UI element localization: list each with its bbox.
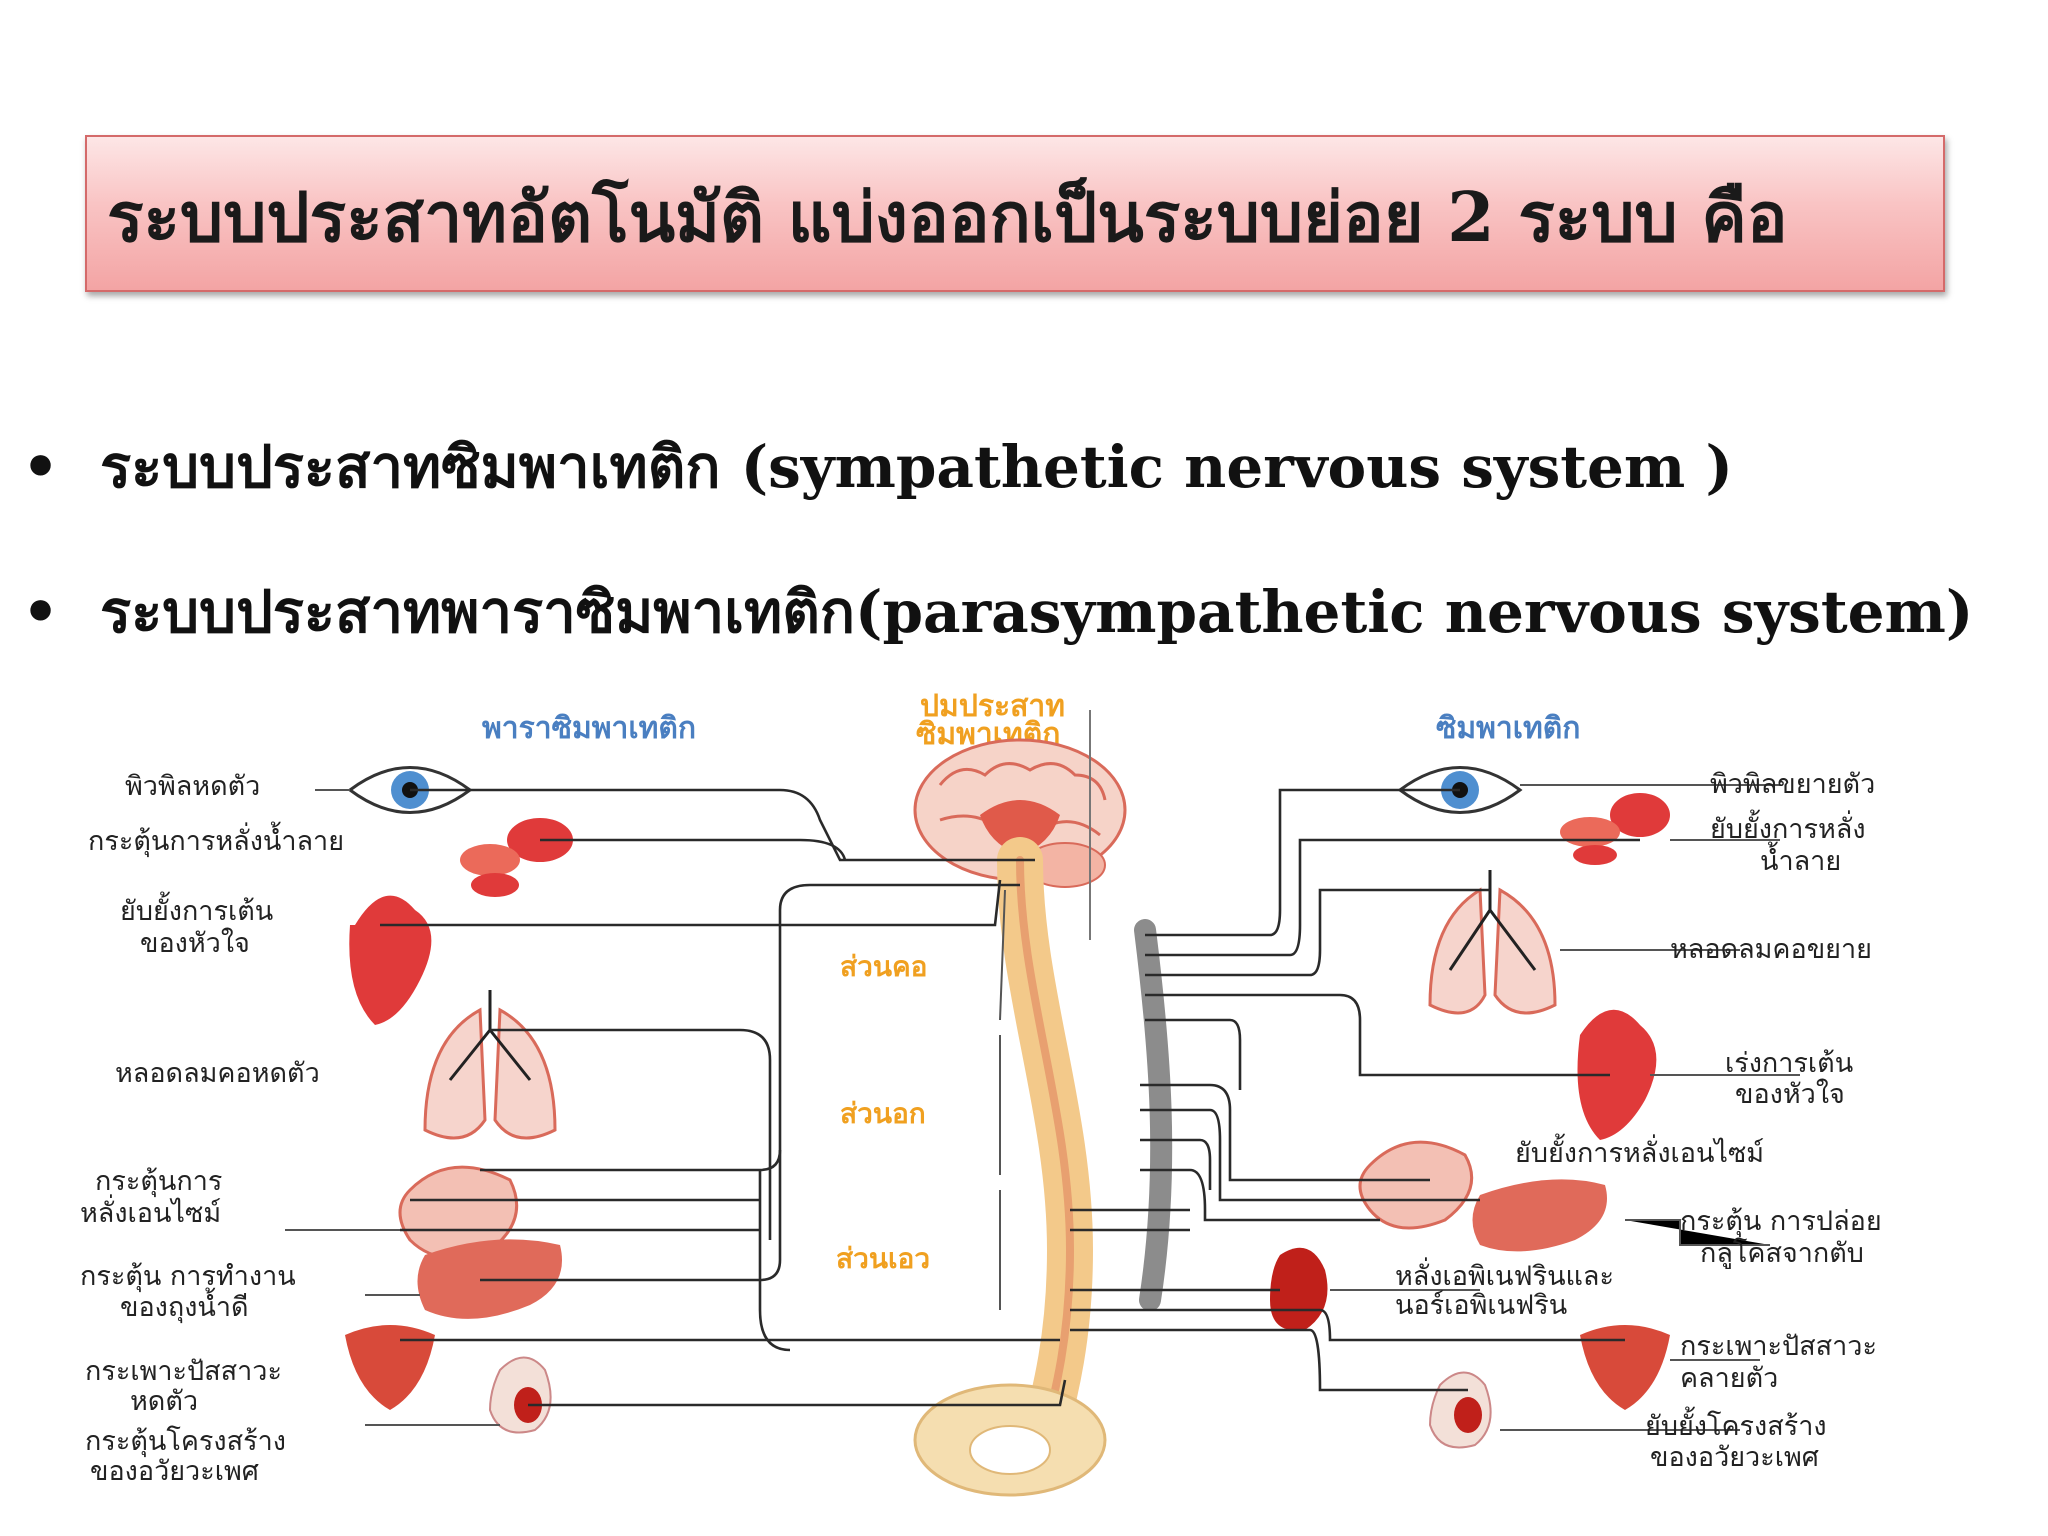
label-genital-stimulate-line2: ของอวัยวะเพศ <box>90 1456 259 1487</box>
label-heart-accelerate-line1: เร่งการเต้น <box>1725 1048 1853 1079</box>
autonomic-nervous-system-diagram: พาราซิมพาเทติก ปมประสาท ซิมพาเทติก ซิมพา… <box>80 690 1882 1497</box>
label-inhibit-saliva-line2: น้ำลาย <box>1760 841 1841 877</box>
sympathetic-nerves <box>1070 788 1640 1392</box>
bullet-icon: • <box>22 578 60 646</box>
label-bladder-contract-line1: กระเพาะปัสสาวะ <box>85 1356 282 1387</box>
header-sympathetic: ซิมพาเทติก <box>1436 711 1580 746</box>
liver-icon <box>1472 1179 1607 1252</box>
label-epinephrine-line1: หลั่งเอพิเนฟรินและ <box>1395 1257 1614 1292</box>
label-glucose-release-line1: กระตุ้น การปล่อย <box>1680 1206 1882 1238</box>
bullet-sympathetic: • ระบบประสาทซิมพาเทติก (sympathetic nervo… <box>22 420 1733 513</box>
segment-lumbar: ส่วนเอว <box>836 1242 930 1275</box>
label-genital-inhibit-line1: ยับยั้งโครงสร้าง <box>1645 1406 1827 1442</box>
genital-icon <box>488 1356 552 1434</box>
header-parasympathetic: พาราซิมพาเทติก <box>482 711 696 746</box>
label-stimulate-enzyme-line2: หลั่งเอนไซม์ <box>80 1194 221 1229</box>
label-epinephrine-line2: นอร์เอพิเนฟริน <box>1395 1289 1567 1321</box>
label-bladder-relax-line2: คลายตัว <box>1680 1363 1778 1394</box>
bullet-parasympathetic: • ระบบประสาทพาราซิมพาเทติก(parasympatheti… <box>22 565 1973 658</box>
label-bronchi-constrict: หลอดลมคอหดตัว <box>115 1058 320 1089</box>
bullet-text: ระบบประสาทพาราซิมพาเทติก(parasympathetic… <box>100 578 1974 646</box>
label-pupil-constrict: พิวพิลหดตัว <box>125 771 260 802</box>
segment-brackets <box>999 889 1006 1310</box>
sympathetic-chain <box>1134 919 1173 1311</box>
heart-icon <box>349 895 432 1025</box>
label-stimulate-saliva: กระตุ้นการหลั่งน้ำลาย <box>88 821 344 858</box>
leader-lines <box>285 784 1800 1431</box>
label-stimulate-enzyme-line1: กระตุ้นการ <box>95 1166 222 1198</box>
label-inhibit-enzyme: ยับยั้งการหลั่งเอนไซม์ <box>1515 1133 1764 1169</box>
spinal-column <box>913 837 1107 1497</box>
bullet-icon: • <box>22 433 60 501</box>
label-inhibit-heart-line2: ของหัวใจ <box>140 927 250 959</box>
label-inhibit-saliva-line1: ยับยั้งการหลั่ง <box>1710 809 1866 845</box>
salivary-gland-icon <box>460 818 573 897</box>
label-genital-stimulate-line1: กระตุ้นโครงสร้าง <box>85 1426 286 1458</box>
label-inhibit-heart-line1: ยับยั้งการเต้น <box>120 891 273 927</box>
lungs-icon <box>1428 870 1557 1015</box>
label-glucose-release-line2: กลูโคสจากตับ <box>1700 1238 1864 1269</box>
title-box: ระบบประสาทอัตโนมัติ แบ่งออกเป็นระบบย่อย … <box>85 135 1945 292</box>
brain-icon <box>913 738 1127 888</box>
bladder-icon <box>1580 1325 1670 1410</box>
label-bronchi-dilate: หลอดลมคอขยาย <box>1670 934 1872 965</box>
slide-title: ระบบประสาทอัตโนมัติ แบ่งออกเป็นระบบย่อย … <box>107 178 1788 258</box>
segment-cervical: ส่วนคอ <box>840 950 928 983</box>
heart-icon <box>1577 1009 1657 1140</box>
bullet-text: ระบบประสาทซิมพาเทติก (sympathetic nervou… <box>100 433 1733 501</box>
label-pupil-dilate: พิวพิลขยายตัว <box>1710 769 1875 800</box>
label-genital-inhibit-line2: ของอวัยวะเพศ <box>1650 1442 1819 1473</box>
header-ganglion-line1: ปมประสาท <box>920 690 1065 724</box>
segment-thoracic: ส่วนอก <box>840 1097 926 1130</box>
lungs-icon <box>423 990 557 1140</box>
salivary-gland-icon <box>1560 793 1670 865</box>
genital-icon <box>1428 1371 1492 1449</box>
label-heart-accelerate-line2: ของหัวใจ <box>1735 1078 1845 1110</box>
bladder-icon <box>345 1325 435 1410</box>
label-gallbladder-line1: กระตุ้น การทำงาน <box>80 1261 296 1293</box>
parasympathetic-nerves <box>380 788 1067 1407</box>
label-bladder-relax-line1: กระเพาะปัสสาวะ <box>1680 1331 1877 1362</box>
label-bladder-contract-line2: หดตัว <box>130 1386 198 1417</box>
label-gallbladder-line2: ของถุงน้ำดี <box>120 1287 249 1324</box>
stomach-icon <box>1358 1140 1474 1230</box>
